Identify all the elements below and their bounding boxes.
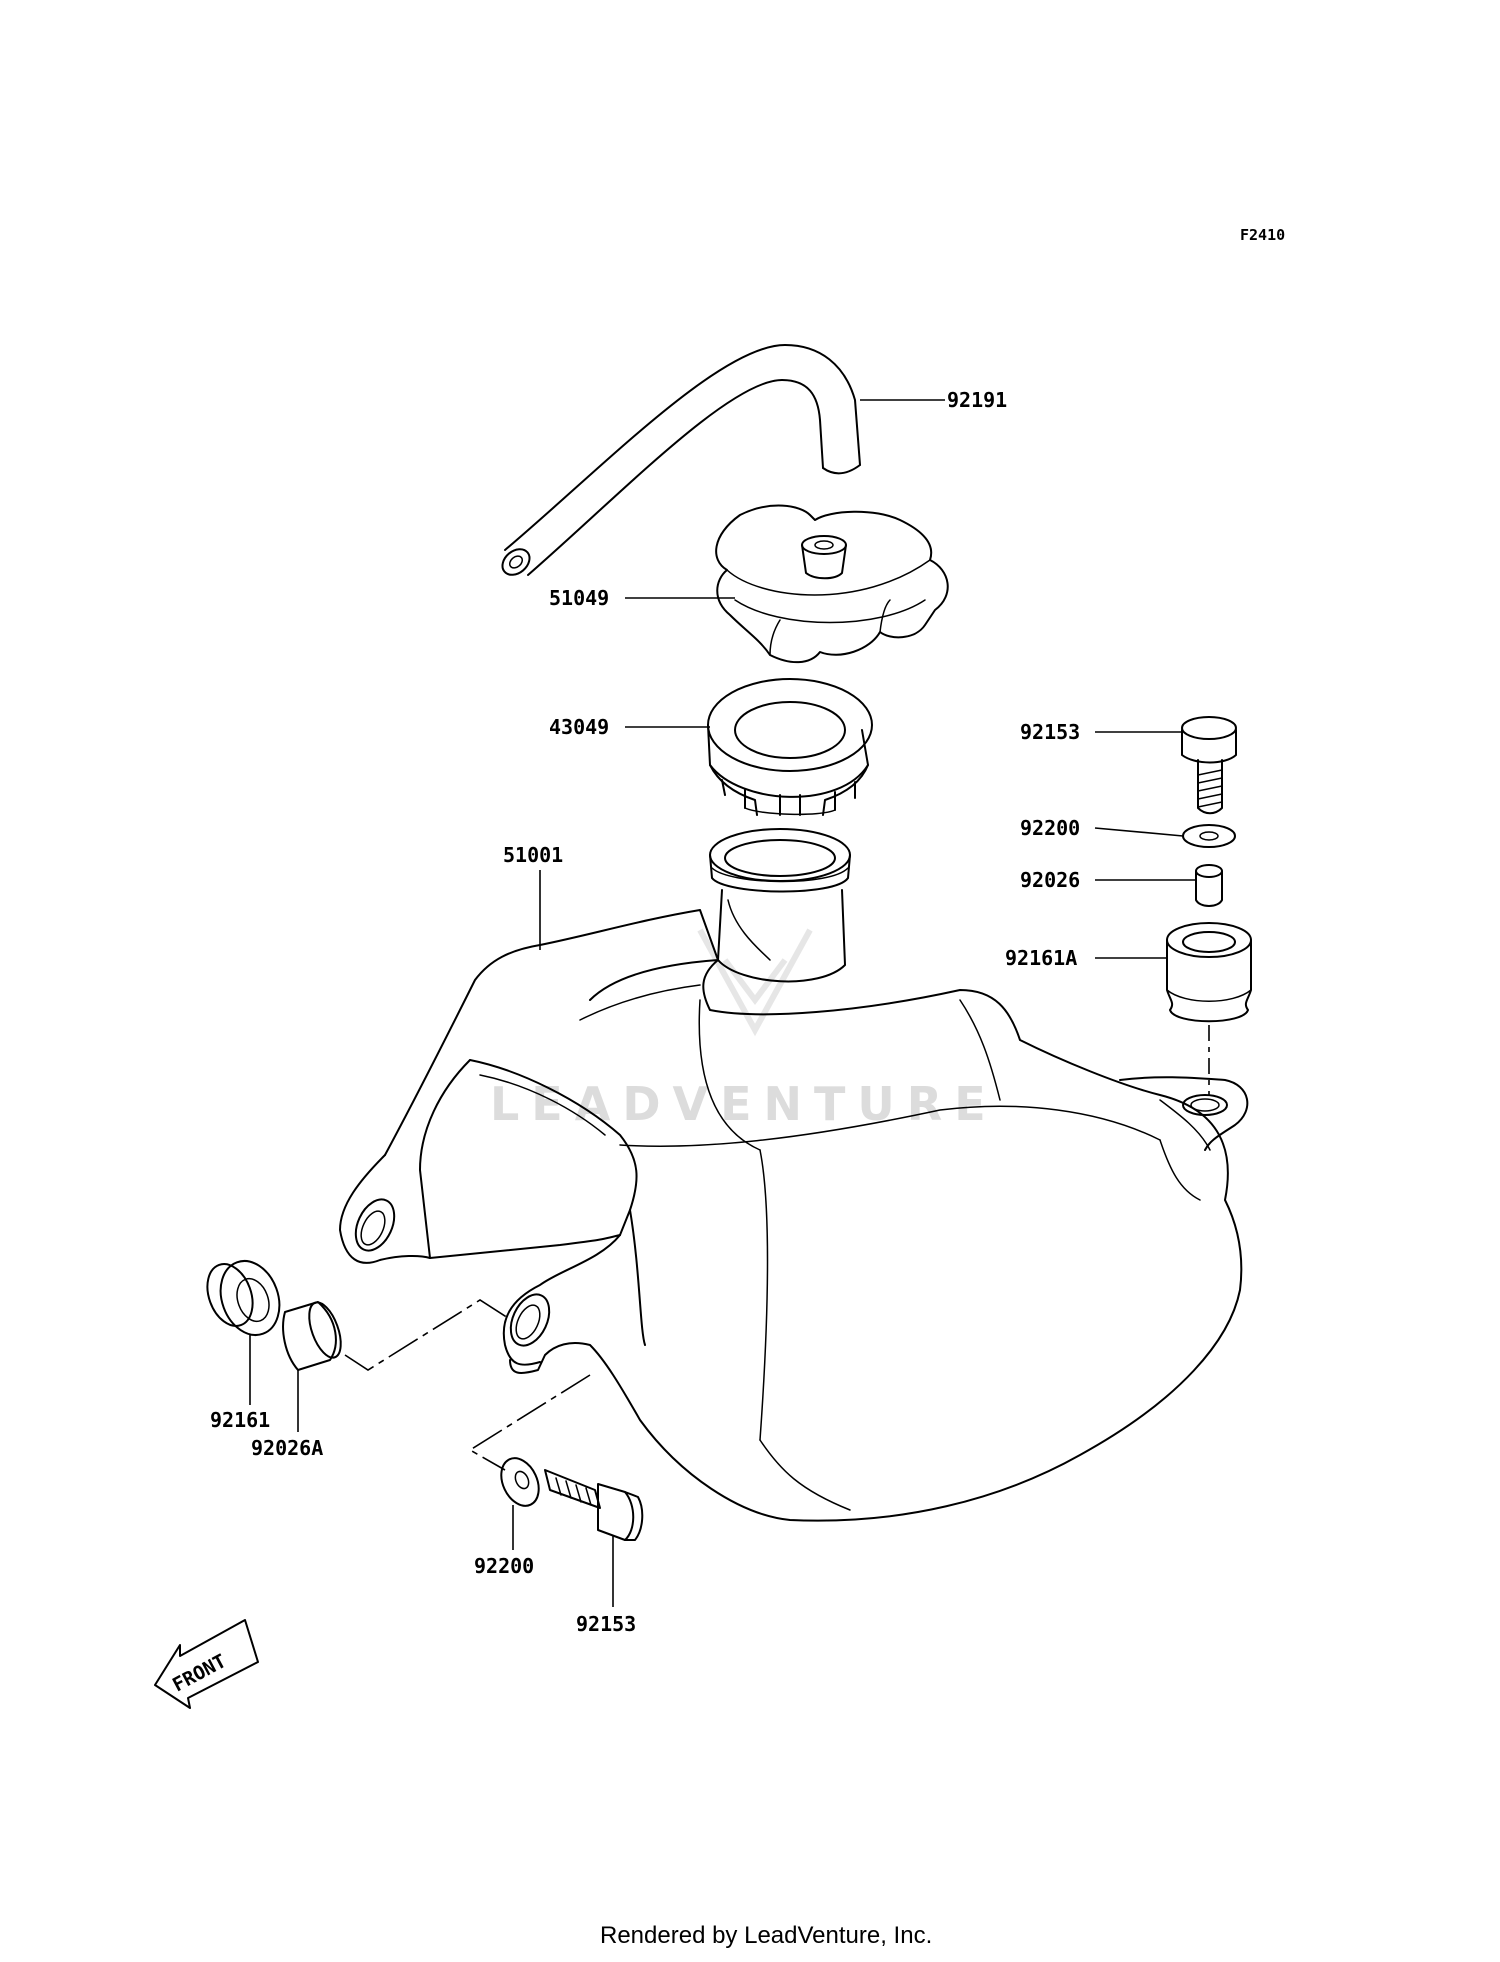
collar-right[interactable] — [1195, 864, 1223, 907]
washer-bottom[interactable] — [494, 1452, 546, 1512]
bolt-bottom[interactable] — [544, 1469, 644, 1541]
front-label: FRONT — [169, 1650, 230, 1696]
mount-center-line-left — [344, 1299, 509, 1371]
mount-center-line-bottom — [468, 1374, 591, 1471]
callout-92200-right: 92200 — [1020, 816, 1080, 840]
callout-92161: 92161 — [210, 1408, 270, 1432]
callout-92161A: 92161A — [1005, 946, 1077, 970]
breather-hose[interactable] — [497, 344, 861, 580]
callout-92026A: 92026A — [251, 1436, 323, 1460]
collar-left[interactable] — [282, 1298, 347, 1371]
callout-51049: 51049 — [549, 586, 609, 610]
bolt-right[interactable] — [1181, 716, 1237, 815]
callout-92200-bottom: 92200 — [474, 1554, 534, 1578]
front-direction-arrow: FRONT — [154, 1619, 259, 1709]
callout-92153-bottom: 92153 — [576, 1612, 636, 1636]
cap-gasket[interactable] — [707, 678, 873, 816]
callout-92153-right: 92153 — [1020, 720, 1080, 744]
callout-92026: 92026 — [1020, 868, 1080, 892]
grommet-right[interactable] — [1166, 922, 1252, 1023]
fuel-cap[interactable] — [715, 504, 949, 664]
callout-43049: 43049 — [549, 715, 609, 739]
callout-51001: 51001 — [503, 843, 563, 867]
figure-id: F2410 — [1240, 226, 1285, 244]
footer-credit: Rendered by LeadVenture, Inc. — [600, 1922, 932, 1949]
watermark: LEADVENTURE — [490, 928, 998, 1131]
fuel-tank[interactable] — [339, 828, 1249, 1522]
leader-lines — [249, 399, 1196, 1607]
watermark-text: LEADVENTURE — [490, 1077, 998, 1131]
callout-92191: 92191 — [947, 388, 1007, 412]
washer-right[interactable] — [1182, 824, 1236, 848]
grommet-left[interactable] — [199, 1253, 289, 1344]
